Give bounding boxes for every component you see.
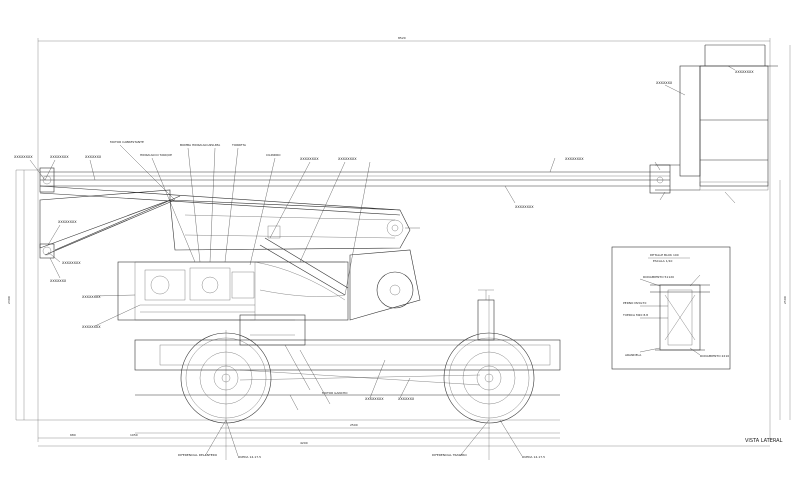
chassis (134, 289, 561, 396)
callout-top-3: BOMBA HIDRAULICA (180, 143, 211, 147)
dimension-lines: 8520 2300 2500 2500 680 1050 4200 (7, 36, 791, 447)
main-boom (39, 164, 671, 216)
detail-label-1: RODAMIENTO 51120 (643, 275, 674, 279)
lower-boom (39, 189, 411, 259)
callout-bottom-6: XXXXXXXX (365, 397, 384, 401)
callout-bottom-3: DIFERENCIAL TRASERO (432, 453, 467, 457)
detail-label-4: ARANDELA (625, 353, 642, 357)
callout-top-5: TORRETA (231, 143, 247, 147)
callout-top-4: PLUMA (210, 143, 221, 147)
callout-bottom-1: DIFERENCIAL DELANTERO (178, 453, 218, 457)
callout-right-4: XXXXXXXX (735, 70, 754, 74)
callout-right-2: XXXXXXXX (515, 205, 534, 209)
callout-left-4: XXXXXXXX (58, 220, 77, 224)
platform-basket (655, 44, 778, 191)
dim-d2: 1050 (130, 433, 138, 437)
turret (117, 225, 421, 321)
callout-bottom-5: MOTOR GANCHO (322, 391, 348, 395)
callout-top-2: HIDRAULICO TANQUE (140, 153, 172, 157)
detail-box: DETALLE BLOK 100 ESCALA 1/10 RODAMIENTO … (611, 246, 731, 370)
callout-right-3: XXXXXXX (656, 81, 673, 85)
dim-overall: 8520 (398, 36, 406, 40)
callout-top-8: XXXXXXXX (338, 157, 357, 161)
dim-height-left: 2300 (7, 296, 11, 304)
dim-d3: 4200 (300, 441, 308, 445)
leader-lines (29, 65, 736, 457)
callout-top-6: CILINDRO (266, 153, 281, 157)
callout-right-1: XXXXXXXX (565, 157, 584, 161)
callout-left-3: XXXXXXX (85, 155, 102, 159)
callout-top-7: XXXXXXXX (300, 157, 319, 161)
callout-left-2: XXXXXXXX (50, 155, 69, 159)
detail-label-3: TUERCA M20 8.8 (622, 313, 648, 317)
callout-left-7: XXXXXXXX (82, 295, 101, 299)
callout-top-1: MOTOR CABRESTANTE (110, 140, 144, 144)
dim-d1: 680 (70, 433, 76, 437)
dim-height-right: 2500 (783, 296, 787, 304)
callout-left-8: XXXXXXXX (82, 325, 101, 329)
dim-wheelbase: 2500 (350, 423, 358, 427)
callout-left-5: XXXXXXXX (62, 261, 81, 265)
callout-bottom-7: XXXXXXX (398, 397, 415, 401)
detail-label-5: RODAMIENTO 2210 (700, 354, 729, 358)
callout-left-6: XXXXXXX (50, 279, 67, 283)
view-title: VISTA LATERAL (745, 438, 783, 444)
detail-scale: ESCALA 1/10 (653, 259, 673, 263)
detail-title: DETALLE BLOK 100 (650, 253, 679, 257)
callout-bottom-4: RUEDA 14-17.5 (522, 455, 545, 459)
callout-left-1: XXXXXXXX (14, 155, 33, 159)
detail-label-2: PERNO M20x70 (623, 301, 646, 305)
callout-labels: XXXXXXXX XXXXXXXX XXXXXXX XXXXXXXX XXXXX… (14, 70, 754, 459)
callout-bottom-2: RUEDA 14-17.5 (238, 455, 261, 459)
